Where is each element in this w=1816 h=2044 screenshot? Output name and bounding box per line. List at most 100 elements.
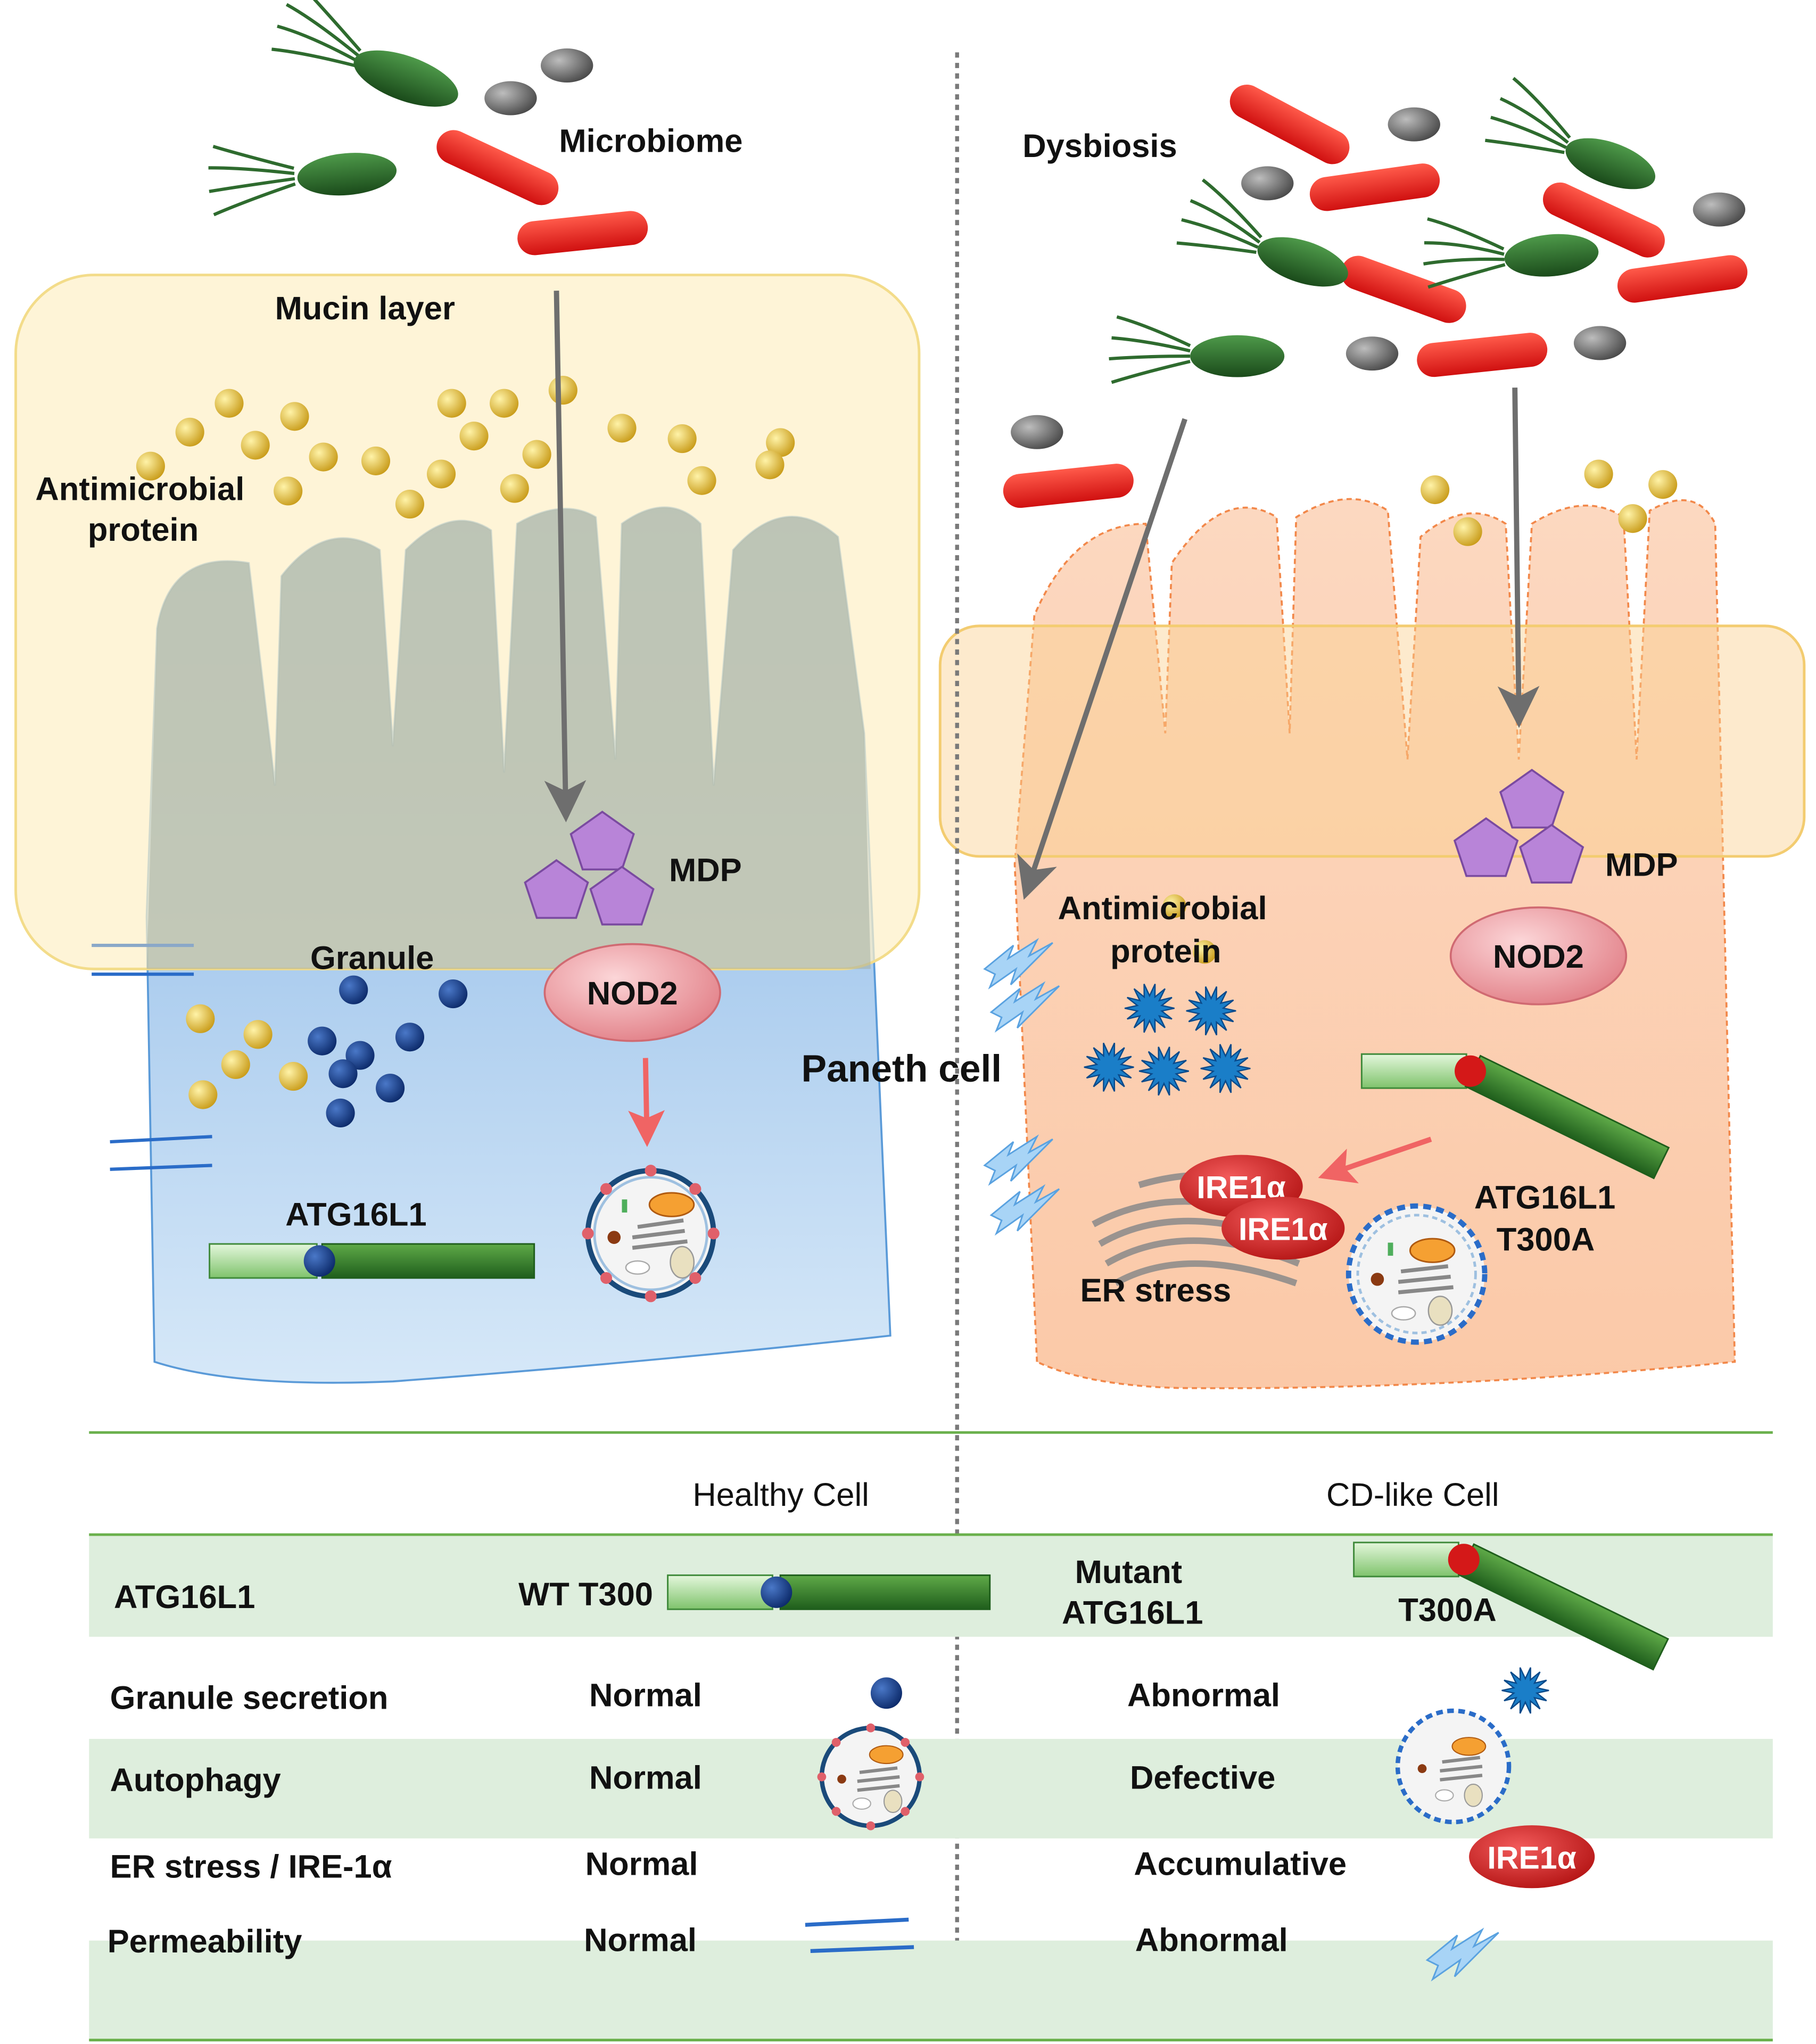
atg16l1-mutant-protein-icon: [1360, 1053, 1670, 1180]
nod2-receptor: [543, 943, 721, 1042]
autophagosome-defective-icon: [1395, 1708, 1512, 1825]
antimicrobial-protein-dot: [278, 1062, 308, 1091]
mdp-pentagon-icon: [569, 810, 635, 871]
red-rod-bacterium-icon: [436, 130, 559, 205]
antimicrobial-protein-dot: [1421, 475, 1450, 505]
spiky-granule-icon: [1186, 986, 1236, 1036]
healthy-er-value: Normal: [585, 1846, 698, 1883]
cd-atg16l1-value-line2: ATG16L1: [1062, 1594, 1203, 1631]
autophagosome-healthy-icon: [817, 1723, 924, 1831]
antimicrobial-protein-dot: [522, 440, 551, 469]
permeability-bolts: [983, 938, 1060, 1236]
granule-dot: [439, 979, 468, 1009]
antimicrobial-protein-dot: [136, 451, 165, 481]
antimicrobial-protein-dots: [136, 376, 795, 519]
antimicrobial-protein-dot: [426, 459, 456, 489]
mdp-pentagon-icon: [589, 866, 655, 926]
flagellated-bacterium-icon: [1176, 178, 1348, 287]
red-rod-bacterium-icon: [1542, 182, 1665, 258]
tight-junction-icon: [805, 1917, 914, 1954]
granule-dot: [376, 1074, 405, 1103]
granule-icon: [870, 1677, 902, 1709]
row-label-autophagy: Autophagy: [110, 1762, 281, 1799]
mdp-label: MDP: [1605, 847, 1678, 884]
antimicrobial-protein-dot: [186, 1004, 215, 1033]
cd-panel: Dysbiosis MDP NOD2 Antimicrobial protein: [938, 77, 1806, 1389]
er-stress-label: ER stress: [1080, 1272, 1231, 1309]
flagellated-bacterium-icon: [208, 145, 397, 217]
signal-arrow: [1497, 388, 1540, 728]
gray-coccus-icon: [1011, 415, 1063, 449]
paneth-cell-label: Paneth cell: [802, 1048, 1002, 1090]
nod2-receptor: [1449, 906, 1628, 1005]
red-rod-bacterium-icon: [517, 211, 648, 256]
nod2-to-autophagy-arrow: [628, 1058, 665, 1147]
red-rod-bacterium-icon: [1003, 464, 1134, 508]
antimicrobial-protein-dot: [395, 490, 425, 519]
cytoplasm-protein-dots: [186, 1004, 308, 1109]
antimicrobial-protein-dot: [766, 428, 795, 457]
gray-coccus-icon: [1693, 192, 1746, 227]
spiky-granule-icon: [1501, 1667, 1549, 1714]
granule-label: Granule: [310, 939, 434, 976]
signal-arrow: [544, 291, 587, 822]
atg16l1-wt-protein-icon: [209, 1243, 535, 1279]
antimicrobial-protein-dot: [309, 442, 338, 472]
row-label-er-stress: ER stress / IRE-1α: [110, 1849, 392, 1885]
red-rod-bacterium-icon: [1229, 84, 1350, 164]
granule-dot: [339, 975, 368, 1004]
dysbiosis-label: Dysbiosis: [1022, 128, 1177, 164]
antimicrobial-protein-dot: [667, 424, 697, 454]
antimicrobial-protein-dot: [687, 466, 716, 495]
spiky-granule-icon: [1200, 1044, 1251, 1093]
antimicrobial-protein-dot: [1584, 459, 1613, 489]
granule-dots: [308, 975, 468, 1128]
atg16l1-t300a-label-line1: ATG16L1: [1474, 1180, 1615, 1216]
atg16l1-label: ATG16L1: [285, 1197, 426, 1233]
mdp-pentagon-icon: [1499, 769, 1565, 829]
autophagosome-healthy-icon: [582, 1165, 720, 1303]
spiky-granule-icon: [1084, 1042, 1134, 1092]
granule-dot: [395, 1023, 425, 1052]
abnormal-granule-icon: [1501, 1667, 1549, 1714]
antimicrobial-protein-dot: [459, 422, 489, 451]
lightning-bolt-icon: [983, 1134, 1053, 1186]
gray-coccus-icon: [540, 48, 593, 83]
antimicrobial-protein-dot: [1618, 504, 1647, 533]
dysbiosis-cluster: [1003, 77, 1748, 508]
col-header-healthy: Healthy Cell: [692, 1477, 869, 1513]
cd-atg16l1-value-line1: Mutant: [1075, 1554, 1182, 1590]
ire1a-badge: [1469, 1825, 1595, 1889]
lightning-bolt-icon: [983, 938, 1053, 990]
red-rod-bacterium-icon: [1617, 255, 1748, 303]
antimicrobial-protein-dot: [1453, 517, 1482, 546]
flagellated-bacterium-icon: [1423, 217, 1599, 289]
antimicrobial-label-line2: protein: [1110, 933, 1221, 970]
flagellated-bacterium-icon: [1485, 77, 1656, 189]
atg16l1-t300a-label-line2: T300A: [1497, 1221, 1595, 1258]
row-label-granule-secretion: Granule secretion: [110, 1679, 389, 1716]
healthy-permeability-value: Normal: [584, 1922, 697, 1958]
spiky-granule-icon: [1124, 984, 1175, 1033]
lightning-bolt-icon: [1425, 1927, 1499, 1982]
antimicrobial-protein-dot: [755, 450, 785, 480]
antimicrobial-label-line1: Antimicrobial: [1058, 890, 1267, 927]
permeability-bolt-icon: [1425, 1927, 1499, 1982]
antimicrobial-protein-dot: [280, 402, 309, 431]
gray-coccus-icon: [1346, 336, 1399, 371]
atg16l1-wt-protein-icon: [667, 1574, 991, 1610]
red-rod-bacterium-icon: [1309, 163, 1440, 211]
mdp-molecules: [1453, 769, 1584, 884]
gray-coccus-icon: [1241, 166, 1294, 201]
mdp-pentagon-icon: [1453, 817, 1519, 877]
gray-coccus-icon: [1573, 326, 1627, 360]
autophagosome-defective-icon: [1346, 1203, 1488, 1345]
antimicrobial-protein-dot: [490, 389, 519, 418]
cd-er-value: Accumulative: [1134, 1846, 1347, 1883]
villi: [146, 507, 871, 969]
spiky-granule-icon: [1138, 1046, 1189, 1096]
nod2-label: NOD2: [587, 975, 678, 1012]
healthy-autophagy-value: Normal: [589, 1759, 702, 1796]
antimicrobial-label-line2: protein: [88, 512, 199, 548]
